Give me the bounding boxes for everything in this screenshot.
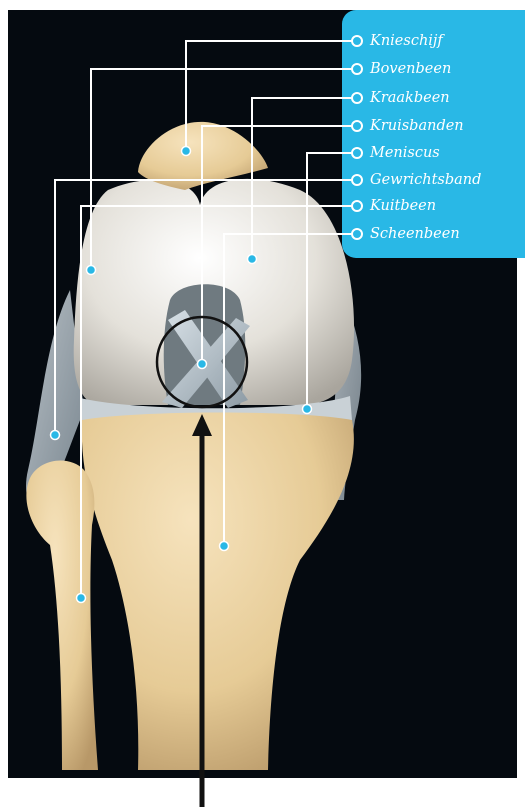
connector-knieschijf	[352, 36, 362, 46]
label-knieschijf: Knieschijf	[370, 31, 443, 51]
label-connectors	[352, 36, 362, 239]
marker-meniscus	[303, 405, 312, 414]
marker-knieschijf	[182, 147, 191, 156]
label-kuitbeen: Kuitbeen	[370, 196, 436, 216]
marker-gewrichtsband	[51, 431, 60, 440]
fibula-shape	[26, 461, 98, 770]
marker-kuitbeen	[77, 594, 86, 603]
marker-bovenbeen	[87, 266, 96, 275]
label-kruisbanden: Kruisbanden	[370, 116, 464, 136]
connector-meniscus	[352, 148, 362, 158]
marker-scheenbeen	[220, 542, 229, 551]
tibia-shape	[82, 413, 354, 771]
connector-gewrichtsband	[352, 175, 362, 185]
connector-kruisbanden	[352, 121, 362, 131]
marker-kraakbeen	[248, 255, 257, 264]
label-gewrichtsband: Gewrichtsband	[370, 170, 481, 190]
label-bovenbeen: Bovenbeen	[370, 59, 451, 79]
label-meniscus: Meniscus	[370, 143, 440, 163]
marker-kruisbanden	[198, 360, 207, 369]
connector-bovenbeen	[352, 64, 362, 74]
label-kraakbeen: Kraakbeen	[370, 88, 450, 108]
connector-kuitbeen	[352, 201, 362, 211]
connector-scheenbeen	[352, 229, 362, 239]
connector-kraakbeen	[352, 93, 362, 103]
label-scheenbeen: Scheenbeen	[370, 224, 460, 244]
